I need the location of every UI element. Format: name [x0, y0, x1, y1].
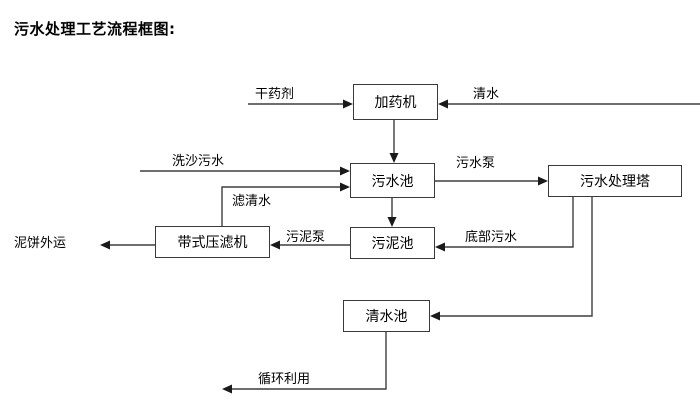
node-label: 污水池 [371, 173, 414, 190]
arrowhead-dry-chemical [343, 99, 353, 109]
edge-cleanpool-recycle [230, 332, 387, 390]
edge-tower-to-cleanpool [438, 197, 593, 317]
arrowhead-recycle [222, 384, 232, 394]
node-dosing-machine[interactable]: 加药机 [353, 84, 438, 120]
arrowhead-dosing-down [389, 153, 399, 163]
node-wastewater-pool[interactable]: 污水池 [350, 163, 435, 198]
label-dry-chemical: 干药剂 [255, 87, 295, 102]
arrowhead-mud-cake [100, 240, 110, 250]
node-label: 清水池 [365, 309, 408, 325]
node-label: 带式压滤机 [177, 235, 248, 251]
node-belt-filter-press[interactable]: 带式压滤机 [155, 226, 270, 258]
label-recycle: 循环利用 [258, 372, 311, 387]
label-mud-cake-out: 泥饼外运 [14, 236, 67, 251]
label-clean-water-in: 清水 [473, 87, 500, 102]
arrowhead-bottom-water [435, 242, 445, 252]
label-bottom-wastewater: 底部污水 [465, 230, 518, 245]
edge-bottom-water-to-sludgepool [443, 197, 574, 248]
label-filtered-water: 滤清水 [232, 194, 272, 209]
edge-filtered-water-to-wastepool [221, 186, 342, 226]
arrowhead-tower-to-cleanpool [430, 311, 440, 321]
arrowhead-wastepool-down [387, 217, 397, 227]
node-label: 加药机 [374, 95, 417, 111]
page-title: 污水处理工艺流程框图: [14, 20, 176, 38]
node-treatment-tower[interactable]: 污水处理塔 [548, 165, 682, 197]
arrowhead-clean-water [438, 99, 448, 109]
label-wastewater-pump: 污水泵 [456, 156, 496, 171]
node-label: 污泥池 [371, 236, 414, 252]
arrowhead-sludge-pump [270, 240, 280, 250]
label-sludge-pump: 污泥泵 [286, 230, 326, 245]
label-sand-wash-water: 洗沙污水 [172, 154, 225, 169]
node-sludge-pool[interactable]: 污泥池 [350, 227, 435, 259]
arrowhead-filtered-water [340, 182, 350, 192]
node-label: 污水处理塔 [580, 174, 650, 190]
arrowhead-sandwash [340, 166, 350, 176]
node-clean-water-pool[interactable]: 清水池 [343, 300, 430, 332]
arrowhead-waste-pump [538, 176, 548, 186]
